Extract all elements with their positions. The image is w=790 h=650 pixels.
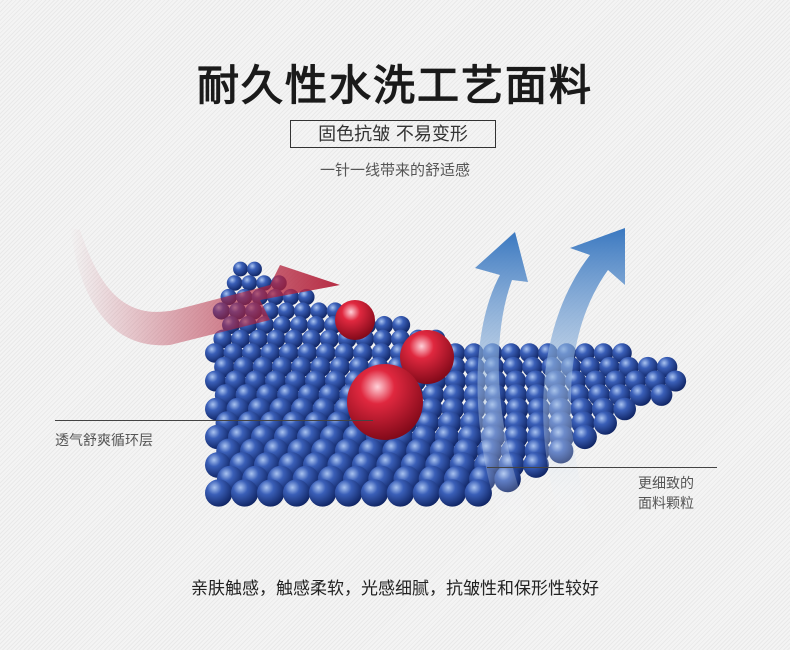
fabric-particle xyxy=(226,275,243,291)
fabric-particle xyxy=(290,316,309,334)
fabric-particle xyxy=(523,452,549,478)
callout-line-left xyxy=(55,420,373,421)
blue-arrow-icon xyxy=(475,232,530,520)
subtitle-box: 固色抗皱 不易变形 xyxy=(290,120,496,148)
blue-arrow-icon xyxy=(543,228,625,520)
red-particle xyxy=(400,330,454,384)
fabric-particle xyxy=(294,302,312,320)
fabric-particle xyxy=(665,370,687,392)
fabric-particle xyxy=(256,479,285,507)
label-line: 面料颗粒 xyxy=(638,496,694,512)
fabric-particle xyxy=(247,261,262,277)
fabric-particle xyxy=(373,329,393,349)
fabric-particle xyxy=(308,479,337,507)
fabric-particle xyxy=(438,479,466,507)
fabric-particle xyxy=(277,302,295,320)
tagline: 一针一线带来的舒适感 xyxy=(319,161,470,179)
fabric-particles xyxy=(205,261,687,507)
fabric-particle xyxy=(205,343,225,363)
page-title: 耐久性水洗工艺面料 xyxy=(196,61,593,110)
fabric-particle xyxy=(572,424,597,450)
red-particle xyxy=(347,364,423,440)
label-breathable-layer: 透气舒爽循环层 xyxy=(55,433,153,449)
fabric-particle xyxy=(650,384,673,406)
fabric-particle xyxy=(464,479,492,507)
fabric-particle xyxy=(412,479,441,507)
fabric-particle xyxy=(629,384,652,406)
fabric-particle xyxy=(593,411,617,435)
fabric-particle xyxy=(334,479,363,507)
fabric-particle xyxy=(310,302,328,320)
fabric-particle xyxy=(298,288,315,306)
label-line: 更细致的 xyxy=(638,476,694,492)
fabric-particle xyxy=(233,261,248,277)
fabric-particle xyxy=(241,275,258,291)
fabric-particle xyxy=(392,316,411,334)
callout-line-right xyxy=(487,467,717,468)
fabric-particle xyxy=(307,316,326,334)
fabric-particle xyxy=(282,479,311,507)
label-fine-particles: 更细致的 面料颗粒 xyxy=(638,474,694,514)
fabric-particle xyxy=(205,479,233,507)
fabric-particle xyxy=(386,479,415,507)
fabric-particle xyxy=(213,329,233,349)
fabric-particle xyxy=(375,316,394,334)
fabric-particle xyxy=(230,479,259,507)
red-particles xyxy=(335,300,454,440)
fabric-particle xyxy=(613,397,636,421)
fabric-particle xyxy=(360,479,389,507)
feature-description: 亲肤触感，触感柔软，光感细腻，抗皱性和保形性较好 xyxy=(191,579,599,599)
fabric-particle xyxy=(273,316,292,334)
red-arrow-icon xyxy=(70,228,340,346)
red-particle xyxy=(335,300,375,340)
